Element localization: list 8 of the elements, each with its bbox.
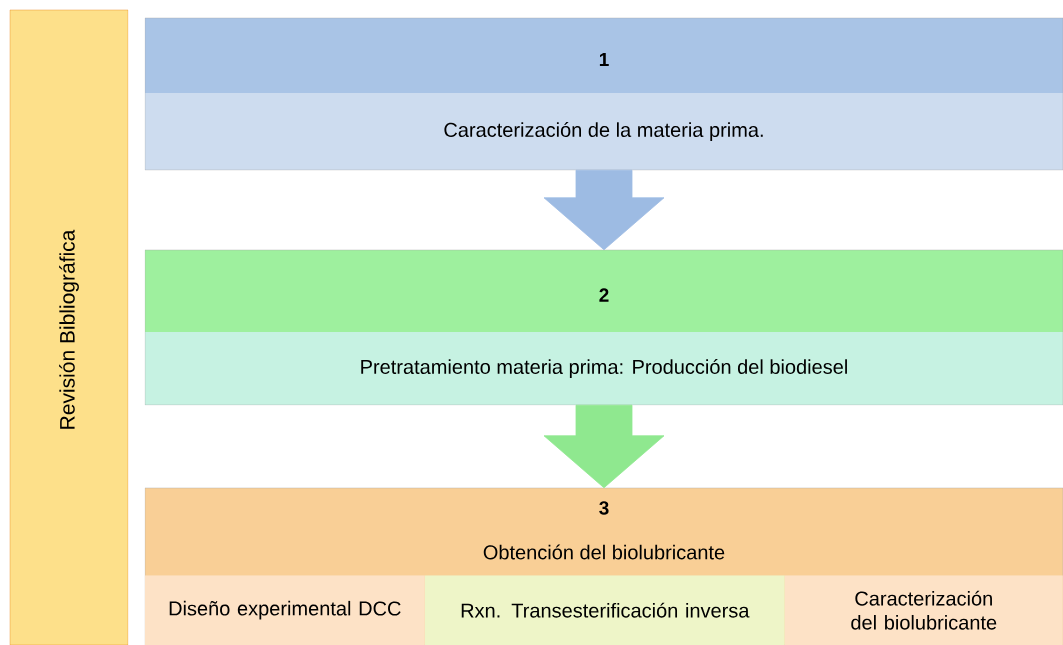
step-box: 1 Caracterización de la materia prima.	[144, 17, 1063, 171]
sub-step-cell: Caracterización del biolubricante	[784, 575, 1063, 645]
sub-step-cell: Rxn. Transesterificación inversa	[424, 575, 785, 645]
block-arrow	[543, 169, 665, 251]
block-arrow	[543, 404, 665, 489]
side-band: Revisión Bibliográfica	[9, 9, 129, 645]
step-box: 2 Pretratamiento materia prima: Producción del biodiesel	[144, 249, 1063, 406]
sub-step-cell: Diseño experimental DCC	[144, 575, 425, 645]
